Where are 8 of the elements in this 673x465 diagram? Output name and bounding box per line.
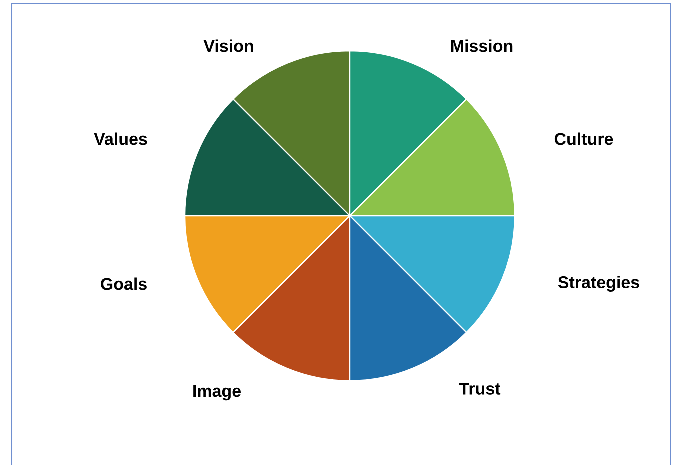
- slice-label: Strategies: [558, 276, 640, 292]
- slice-label: Trust: [459, 383, 501, 395]
- slice-label: Culture: [554, 132, 614, 146]
- slice-label: Image: [194, 385, 241, 401]
- slice-label: Goals: [101, 278, 147, 290]
- slice-label: Vision: [204, 40, 254, 52]
- slice-label: Mission: [452, 40, 513, 52]
- slice-label: Values: [94, 132, 148, 146]
